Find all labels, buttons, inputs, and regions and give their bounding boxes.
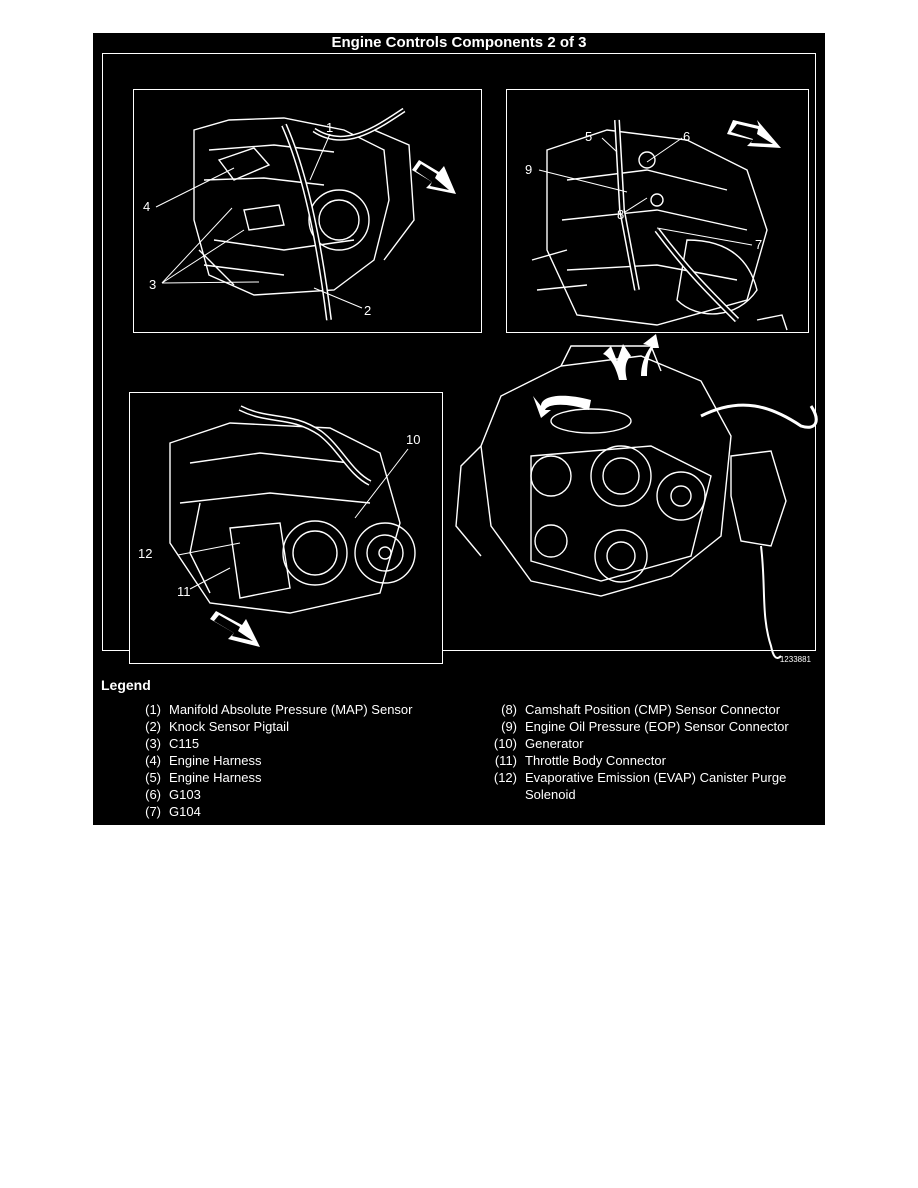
legend-number: (4) bbox=[145, 753, 161, 768]
legend-item: (3) C115 bbox=[117, 735, 457, 752]
callout-3: 3 bbox=[149, 277, 157, 292]
figure-frame: 1 2 3 4 bbox=[102, 53, 818, 664]
legend-text: C115 bbox=[169, 736, 200, 751]
legend-text: G104 bbox=[169, 804, 201, 819]
legend-number: (1) bbox=[145, 702, 161, 717]
legend-number: (9) bbox=[501, 719, 517, 734]
engine-front-view bbox=[441, 326, 826, 672]
legend-item: (9) Engine Oil Pressure (EOP) Sensor Conn… bbox=[483, 718, 818, 735]
legend-text: Generator bbox=[525, 736, 584, 751]
legend-text: Evaporative Emission (EVAP) Canister Pur… bbox=[525, 770, 787, 802]
engine-detail-illustration bbox=[155, 107, 456, 321]
callout-12: 12 bbox=[138, 546, 153, 561]
legend-right-column: (8) Camshaft Position (CMP) Sensor Connec… bbox=[483, 701, 818, 803]
legend-item: (4) Engine Harness bbox=[117, 752, 457, 769]
legend-item: (7) G104 bbox=[117, 803, 457, 820]
legend-item: (5) Engine Harness bbox=[117, 769, 457, 786]
engine-detail-illustration bbox=[531, 119, 788, 331]
legend-number: (12) bbox=[493, 770, 517, 785]
legend-text: Manifold Absolute Pressure (MAP) Sensor bbox=[169, 702, 413, 717]
detail-panel-map-sensor: 1 2 3 4 bbox=[133, 89, 482, 333]
detail-panel-ground-points: 5 6 7 8 9 bbox=[506, 89, 809, 333]
legend-text: Camshaft Position (CMP) Sensor Connector bbox=[525, 702, 781, 717]
figure-id: 1233881 bbox=[779, 655, 811, 664]
legend-left-column: (1) Manifold Absolute Pressure (MAP) Sens… bbox=[117, 701, 457, 820]
callout-2: 2 bbox=[364, 303, 372, 318]
legend-number: (11) bbox=[494, 753, 517, 768]
callout-1: 1 bbox=[326, 120, 334, 135]
figure-title: Engine Controls Components 2 of 3 bbox=[331, 34, 587, 51]
callout-6: 6 bbox=[683, 129, 691, 144]
legend-text: Knock Sensor Pigtail bbox=[169, 719, 289, 734]
legend-number: (2) bbox=[145, 719, 161, 734]
legend-number: (10) bbox=[493, 736, 517, 751]
legend-heading: Legend bbox=[101, 677, 151, 693]
legend-text: Engine Oil Pressure (EOP) Sensor Connect… bbox=[525, 719, 789, 734]
engine-front-illustration bbox=[455, 334, 818, 659]
legend-text: Engine Harness bbox=[169, 770, 262, 785]
callout-11: 11 bbox=[177, 584, 191, 599]
legend-number: (3) bbox=[145, 736, 161, 751]
engine-detail-illustration bbox=[169, 405, 416, 647]
legend-text: Engine Harness bbox=[169, 753, 262, 768]
callout-10: 10 bbox=[406, 432, 421, 447]
legend-item: (2) Knock Sensor Pigtail bbox=[117, 718, 457, 735]
legend-item: (6) G103 bbox=[117, 786, 457, 803]
legend-item: (8) Camshaft Position (CMP) Sensor Connec… bbox=[483, 701, 818, 718]
legend-number: (6) bbox=[145, 787, 161, 802]
detail-panel-generator: 10 11 12 bbox=[129, 392, 443, 664]
diagram-sheet: Engine Controls Components 2 of 3 bbox=[93, 33, 825, 825]
callout-5: 5 bbox=[585, 129, 593, 144]
callout-8: 8 bbox=[617, 207, 625, 222]
legend-number: (7) bbox=[145, 804, 161, 819]
legend-item: (10) Generator bbox=[483, 735, 818, 752]
legend-text: Throttle Body Connector bbox=[525, 753, 666, 768]
legend-item: (12) Evaporative Emission (EVAP) Canister… bbox=[483, 769, 818, 803]
callout-7: 7 bbox=[755, 237, 763, 252]
legend-number: (8) bbox=[501, 702, 517, 717]
legend-item: (11) Throttle Body Connector bbox=[483, 752, 818, 769]
callout-4: 4 bbox=[143, 199, 151, 214]
legend-text: G103 bbox=[169, 787, 201, 802]
legend-item: (1) Manifold Absolute Pressure (MAP) Sens… bbox=[117, 701, 457, 718]
callout-9: 9 bbox=[525, 162, 533, 177]
legend-number: (5) bbox=[145, 770, 161, 785]
